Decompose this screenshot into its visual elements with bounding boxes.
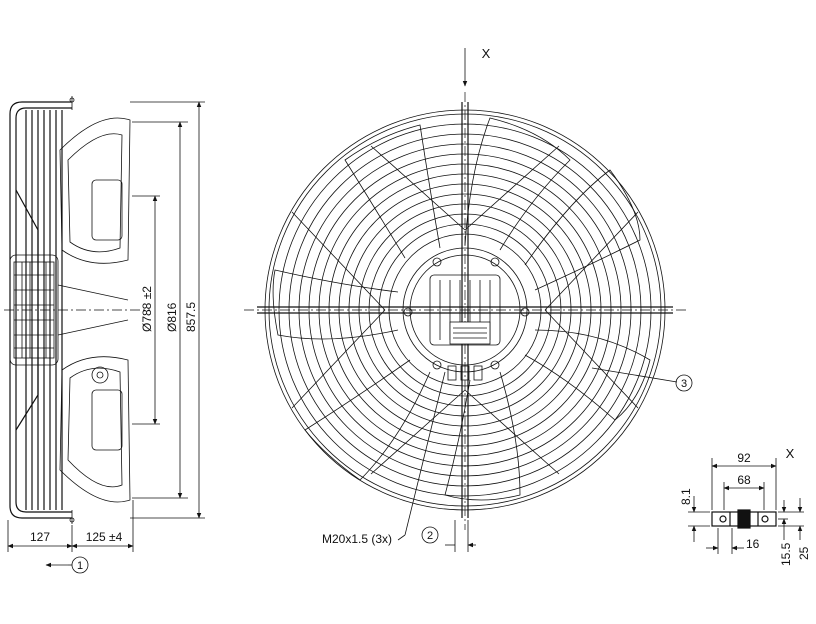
mounting-foot	[711, 509, 777, 529]
dim-125: 125 ±4	[86, 530, 123, 544]
callout-1-label: 1	[77, 560, 83, 572]
dim-25: 25	[797, 546, 811, 560]
guard-struts	[291, 145, 639, 475]
dim-15-5: 15.5	[779, 542, 793, 566]
callout-3: 3	[591, 367, 693, 392]
horizontal-dimensions	[7, 500, 134, 552]
thread-leader: M20x1.5 (3x)	[322, 371, 446, 546]
thread-label: M20x1.5 (3x)	[322, 532, 392, 546]
guard-support-bars	[257, 102, 673, 518]
callout-2-label: 2	[427, 530, 433, 542]
fan-blades	[272, 117, 651, 501]
dim-92: 92	[737, 451, 751, 465]
blades-side	[57, 117, 131, 503]
detail-x: X 92 68 8.1	[679, 446, 811, 566]
vertical-dimensions	[130, 101, 205, 519]
detail-bottom-dims	[706, 528, 744, 554]
detail-left-dims	[688, 496, 710, 542]
detail-right-dims	[778, 498, 804, 540]
dim-d788: Ø788 ±2	[140, 286, 154, 332]
callout-1: 1	[45, 556, 89, 574]
guard-hooks	[69, 96, 75, 524]
view-label-x: X	[482, 46, 491, 61]
guard-rings	[264, 109, 666, 511]
dim-68: 68	[737, 473, 751, 487]
detail-top-dims	[711, 458, 777, 510]
dim-d816: Ø816	[165, 302, 179, 332]
detail-view-label-x: X	[786, 446, 795, 461]
front-view: X	[244, 46, 693, 552]
dim-857-5: 857.5	[184, 302, 198, 332]
callout-3-label: 3	[681, 378, 687, 390]
dim-127: 127	[30, 530, 50, 544]
dim-16: 16	[746, 537, 760, 551]
fan-hub	[402, 247, 530, 373]
side-view: Ø788 ±2 Ø816 857.5 127 125 ±4 1	[4, 96, 205, 574]
callout-2: 2	[421, 520, 476, 552]
dim-8-1: 8.1	[679, 488, 693, 505]
cable-glands	[447, 365, 483, 381]
